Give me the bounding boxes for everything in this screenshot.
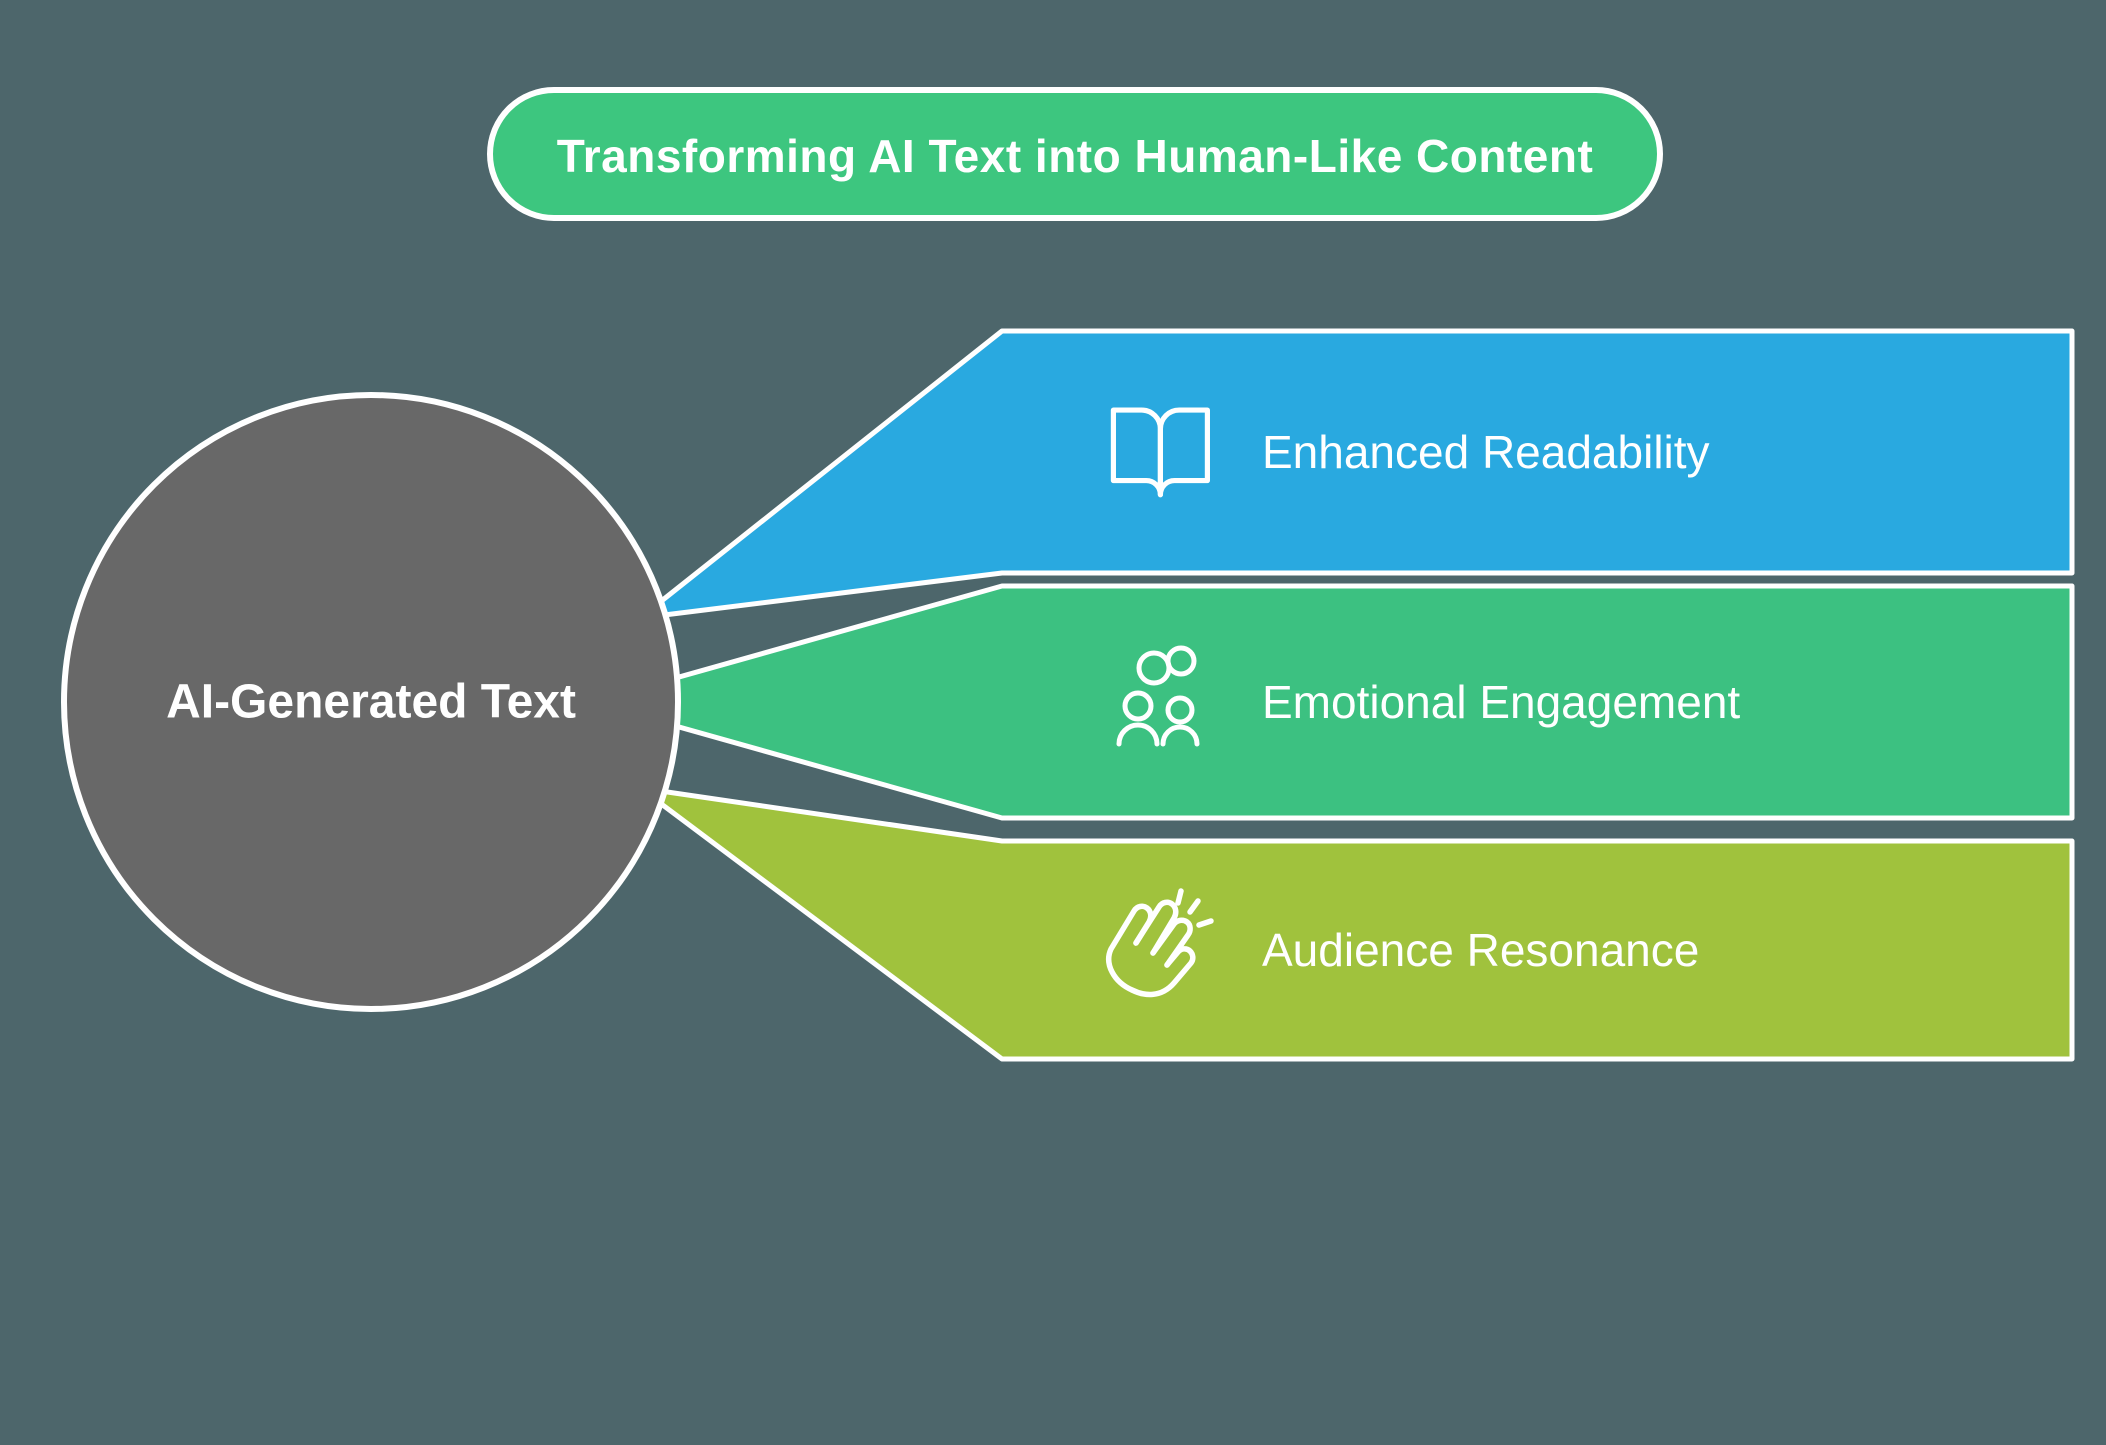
people-connection-icon — [1116, 645, 1200, 747]
branch-banner-enhanced-readability — [637, 328, 2075, 621]
page-title: Transforming AI Text into Human-Like Con… — [557, 130, 1594, 182]
open-book-icon — [1110, 407, 1210, 498]
branch-label-audience-resonance: Audience Resonance — [1262, 924, 1699, 976]
source-node: AI-Generated Text — [61, 392, 681, 1012]
branch-label-enhanced-readability: Enhanced Readability — [1262, 426, 1710, 478]
source-node-circle — [61, 392, 681, 1012]
source-node-label: AI-Generated Text — [166, 676, 576, 729]
title-banner: Transforming AI Text into Human-Like Con… — [487, 87, 1663, 221]
title-pill — [487, 87, 1663, 221]
waving-hand-icon — [1106, 888, 1214, 998]
branch-label-emotional-engagement: Emotional Engagement — [1262, 676, 1740, 728]
branch-banner-audience-resonance — [637, 785, 2075, 1062]
